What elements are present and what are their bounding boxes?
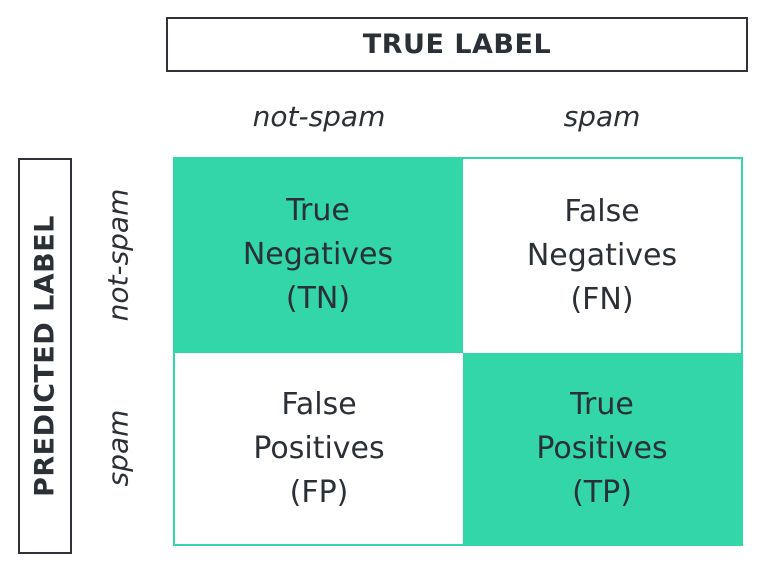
predicted-label-text: PREDICTED LABEL [29,215,61,497]
confusion-matrix-grid: True Negatives (TN) False Negatives (FN)… [173,157,743,546]
row-label-not-spam-text: not-spam [101,188,135,322]
cell-fn-line3: (FN) [570,282,634,317]
cell-true-positives: True Positives (TP) [463,353,741,544]
column-label-not-spam: not-spam [252,99,386,133]
cell-fp-line1: False [281,386,357,422]
column-label-spam: spam [563,99,641,133]
cell-fp-line2: Positives [253,430,385,466]
predicted-label-header: PREDICTED LABEL [18,158,72,554]
cell-false-negatives: False Negatives (FN) [463,159,741,353]
row-label-spam-text: spam [101,409,135,487]
cell-tn-line1: True [286,193,350,228]
cell-tp-line1: True [570,386,634,422]
cell-false-positives: False Positives (FP) [175,353,463,544]
cell-fn-line1: False [564,194,640,229]
cell-tn-line3: (TN) [285,281,351,316]
cell-true-negatives: True Negatives (TN) [175,159,463,353]
true-label-text: TRUE LABEL [362,29,552,60]
cell-fp-line3: (FP) [289,474,349,510]
row-label-spam: spam [88,352,148,544]
true-label-header: TRUE LABEL [166,17,748,72]
cell-tp-line3: (TP) [572,474,632,510]
row-label-not-spam: not-spam [88,158,148,352]
cell-fn-line2: Negatives [526,238,678,273]
cell-tn-line2: Negatives [242,237,394,272]
cell-tp-line2: Positives [536,430,668,466]
